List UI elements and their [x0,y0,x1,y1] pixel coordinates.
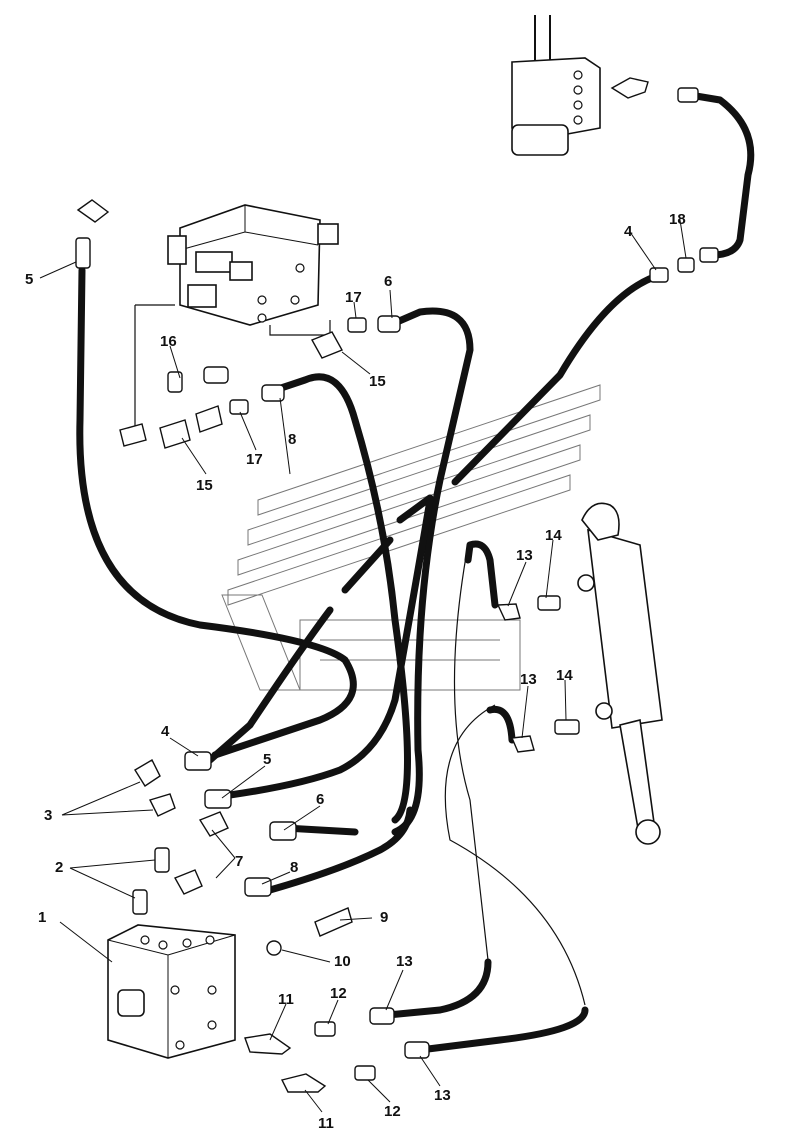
callout-6-lower: 6 [316,791,324,808]
callout-13-bottom-lower: 13 [434,1087,451,1104]
callout-9: 9 [380,909,388,926]
callout-4-lower: 4 [161,723,170,740]
callout-4-upper: 4 [624,223,633,240]
callout-16: 16 [160,333,177,350]
hydraulic-cylinder [577,502,663,845]
leader-lines [39,219,687,1113]
callout-14-upper: 14 [545,527,562,544]
callout-18: 18 [669,211,686,228]
callout-14-lower: 14 [556,667,573,684]
callout-6-upper: 6 [384,273,392,290]
hoses [76,91,755,1054]
control-valve-block [167,204,339,326]
callout-8-lower: 8 [290,859,298,876]
callout-10: 10 [334,953,351,970]
thin-lines [134,304,586,1006]
callout-15-left: 15 [196,477,213,494]
callout-8-upper: 8 [288,431,296,448]
callout-17-right: 17 [345,289,362,306]
callout-labels: 1 2 3 4 4 5 5 6 6 7 8 8 9 10 11 11 12 12… [25,211,686,1132]
callout-5-lower: 5 [263,751,271,768]
callout-2: 2 [55,859,63,876]
callout-7: 7 [235,853,243,870]
callout-5-upper: 5 [25,271,33,288]
fittings [75,77,719,1093]
callout-11-lower: 11 [318,1115,334,1132]
callout-15-right: 15 [369,373,386,390]
callout-13-cylinder-upper: 13 [516,547,533,564]
top-actuator [511,15,601,156]
callout-1: 1 [38,909,46,926]
callout-17-left: 17 [246,451,263,468]
callout-12-upper: 12 [330,985,347,1002]
callout-11-upper: 11 [278,991,294,1008]
watermark-logo [221,384,601,691]
callout-3: 3 [44,807,52,824]
distribution-block [107,924,236,1059]
callout-12-lower: 12 [384,1103,401,1120]
callout-13-bottom-upper: 13 [396,953,413,970]
callout-13-cylinder-lower: 13 [520,671,537,688]
